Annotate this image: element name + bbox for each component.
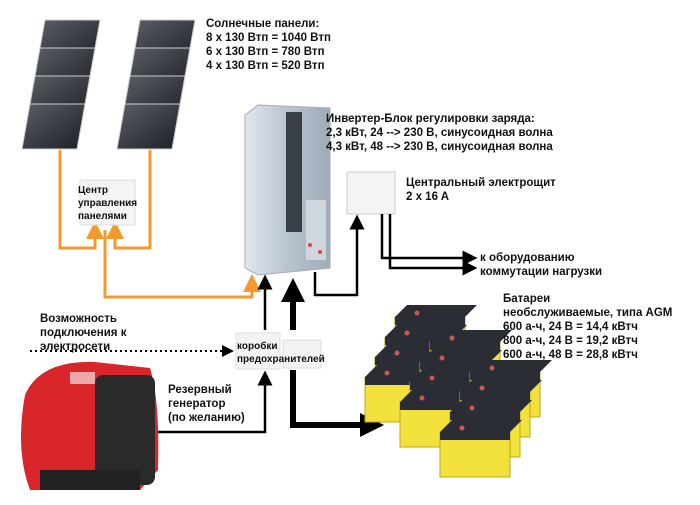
distribution-board-box: [346, 171, 396, 215]
batteries-line: необслуживаемые, типа AGM: [503, 307, 673, 319]
grid-line: подключения к: [40, 327, 127, 339]
grid-line: Возможность: [40, 313, 117, 325]
generator-line: (по желанию): [168, 412, 245, 424]
inverter-line: 2,3 кВт, 24 --> 230 В, синусоидная волна: [326, 127, 553, 139]
batteries-line: 600 а-ч, 48 В = 28,8 кВтч: [503, 349, 638, 361]
solar-panels-left: [21, 19, 101, 150]
inverter-label: Инвертер-Блок регулировки заряда: 2,3 кВ…: [326, 112, 553, 154]
board-line: 2 x 16 A: [406, 191, 450, 203]
generator-image: [21, 361, 159, 490]
label-line: управления: [78, 198, 138, 209]
solar-panels-label: Солнечные панели: 8 x 130 Втп = 1040 Втп…: [206, 17, 331, 73]
fuse-line: предохранителей: [237, 354, 325, 365]
generator-line: генератор: [168, 398, 226, 410]
solar-line: 8 x 130 Втп = 1040 Втп: [206, 32, 331, 44]
grid-label: Возможность подключения к электросети: [40, 312, 126, 354]
panel-control-label: Центр управления панелями: [78, 184, 137, 223]
inverter: [244, 104, 331, 276]
load-label: к оборудованию коммутации нагрузки: [480, 251, 602, 279]
load-line: коммутации нагрузки: [480, 266, 603, 278]
power-cables: [30, 214, 478, 437]
batteries-line: 800 а-ч, 24 В = 19,2 кВтч: [503, 335, 638, 347]
board-title: Центральный электрощит: [406, 177, 556, 189]
distribution-board-label: Центральный электрощит 2 x 16 A: [406, 176, 556, 204]
fuse-box-1: [235, 332, 281, 370]
batteries-title: Батареи: [503, 293, 551, 305]
label-line: Центр: [78, 185, 109, 196]
solar-title: Солнечные панели:: [206, 18, 320, 30]
solar-panels-right: [116, 19, 196, 150]
generator-line: Резервный: [168, 384, 232, 396]
solar-line: 6 x 130 Втп = 780 Втп: [206, 46, 325, 58]
batteries-image: [364, 305, 552, 478]
grid-line: электросети: [40, 341, 111, 353]
generator-label: Резервный генератор (по желанию): [168, 383, 245, 425]
fuse-line: коробки: [237, 341, 278, 352]
fuse-boxes-label: коробки предохранителей: [237, 340, 325, 366]
batteries-label: Батареи необслуживаемые, типа AGM 600 а-…: [503, 292, 672, 362]
fuse-box-2: [282, 339, 322, 369]
battery: [439, 420, 522, 478]
solar-cables: [58, 150, 261, 299]
label-line: панелями: [78, 211, 127, 222]
batteries-line: 600 а-ч, 24 В = 14,4 кВтч: [503, 321, 638, 333]
load-line: к оборудованию: [480, 252, 575, 264]
inverter-line: 4,3 кВт, 48 --> 230 В, синусоидная волна: [326, 141, 553, 153]
panel-control-box: [79, 179, 136, 226]
solar-line: 4 x 130 Втп = 520 Втп: [206, 60, 325, 72]
inverter-title: Инвертер-Блок регулировки заряда:: [326, 113, 535, 125]
